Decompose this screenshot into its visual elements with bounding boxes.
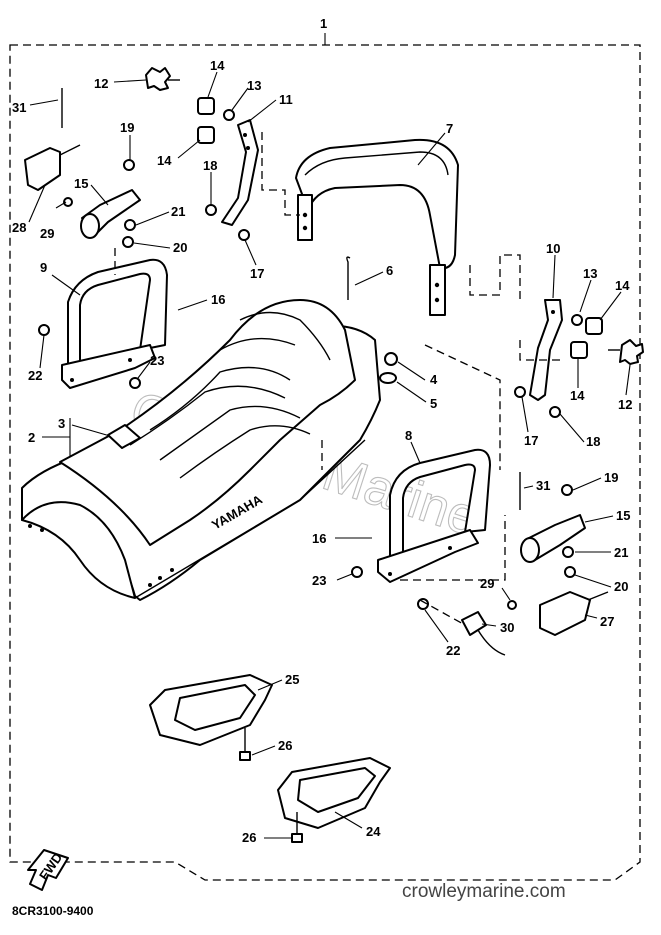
- callout-18: 18: [203, 158, 217, 173]
- callout-23: 23: [312, 573, 326, 588]
- callout-29: 29: [480, 576, 494, 591]
- screw-upper: [239, 728, 251, 761]
- backrest-inner: [304, 151, 449, 176]
- fasteners: [38, 159, 576, 610]
- seat-ridge-6: [219, 337, 296, 351]
- callout-11: 11: [279, 92, 293, 107]
- callout-12: 12: [618, 397, 632, 412]
- grip-right: [520, 514, 586, 563]
- callout-16: 16: [312, 531, 326, 546]
- callout-15: 15: [616, 508, 630, 523]
- knob-right: [608, 339, 644, 365]
- callout-14: 14: [615, 278, 630, 293]
- callout-26: 26: [278, 738, 292, 753]
- callout-14: 14: [570, 388, 585, 403]
- seat-cover-tab: [107, 424, 141, 449]
- left-stay: [221, 119, 259, 226]
- callout-31: 31: [536, 478, 550, 493]
- right-frame: [377, 448, 491, 583]
- callout-2: 2: [28, 430, 35, 445]
- callout-14: 14: [210, 58, 225, 73]
- seat: YAMAHA: [21, 299, 381, 601]
- callout-22: 22: [28, 368, 42, 383]
- seat-ridge-4: [179, 425, 311, 479]
- callout-4: 4: [430, 372, 438, 387]
- callout-1: 1: [320, 16, 327, 31]
- seat-front-opening: [21, 501, 136, 599]
- pad-upper: [149, 674, 273, 746]
- callout-24: 24: [366, 824, 381, 839]
- seat-lower-edge: [134, 439, 366, 599]
- callout-10: 10: [546, 241, 560, 256]
- callout-29: 29: [40, 226, 54, 241]
- callout-6: 6: [386, 263, 393, 278]
- callouts: 31 12 14 13 11 14 19 18 7 15 21 28 29 20…: [12, 58, 632, 845]
- left-frame: [61, 258, 168, 389]
- pin: [346, 256, 351, 300]
- callout-30: 30: [500, 620, 514, 635]
- callout-26: 26: [242, 830, 256, 845]
- callout-22: 22: [446, 643, 460, 658]
- callout-25: 25: [285, 672, 299, 687]
- callout-leaders: [28, 71, 631, 839]
- website-link[interactable]: crowleymarine.com: [402, 881, 566, 902]
- callout-5: 5: [430, 396, 437, 411]
- callout-20: 20: [173, 240, 187, 255]
- assembly-lines: [114, 132, 560, 626]
- callout-20: 20: [614, 579, 628, 594]
- backrest-pad: [295, 138, 459, 270]
- callout-13: 13: [583, 266, 597, 281]
- housing-left: [24, 144, 81, 191]
- housing-right: [539, 591, 609, 636]
- seat-ridge-1: [149, 366, 291, 431]
- callout-28: 28: [12, 220, 26, 235]
- callout-8: 8: [405, 428, 412, 443]
- fwd-arrow-icon: FWD: [27, 849, 69, 891]
- knob-left: [145, 67, 180, 91]
- callout-15: 15: [74, 176, 88, 191]
- callout-17: 17: [524, 433, 538, 448]
- callout-19: 19: [120, 120, 134, 135]
- callout-21: 21: [614, 545, 628, 560]
- callout-23: 23: [150, 353, 164, 368]
- callout-13: 13: [247, 78, 261, 93]
- grip-left: [80, 189, 141, 239]
- bushings: [197, 97, 603, 359]
- callout-17: 17: [250, 266, 264, 281]
- backrest-right-bracket: [429, 264, 446, 316]
- callout-12: 12: [94, 76, 108, 91]
- callout-3: 3: [58, 416, 65, 431]
- callout-7: 7: [446, 121, 453, 136]
- seat-ridge-2: [129, 385, 286, 446]
- seat-ridge-3: [159, 405, 301, 461]
- callout-31: 31: [12, 100, 26, 115]
- callout-14: 14: [157, 153, 172, 168]
- seat-cushion: [59, 299, 356, 546]
- seat-rivets: [28, 524, 174, 587]
- pad-lower: [277, 757, 391, 829]
- callout-19: 19: [604, 470, 618, 485]
- callout-9: 9: [40, 260, 47, 275]
- backrest: [295, 138, 459, 316]
- seat-ridge-5: [239, 311, 331, 361]
- callout-16: 16: [211, 292, 225, 307]
- callout-21: 21: [171, 204, 185, 219]
- drawing-code: 8CR3100-9400: [12, 904, 94, 918]
- backrest-left-bracket: [297, 194, 313, 241]
- right-stay: [529, 299, 563, 401]
- callout-27: 27: [600, 614, 614, 629]
- connector: [461, 611, 506, 656]
- callout-18: 18: [586, 434, 600, 449]
